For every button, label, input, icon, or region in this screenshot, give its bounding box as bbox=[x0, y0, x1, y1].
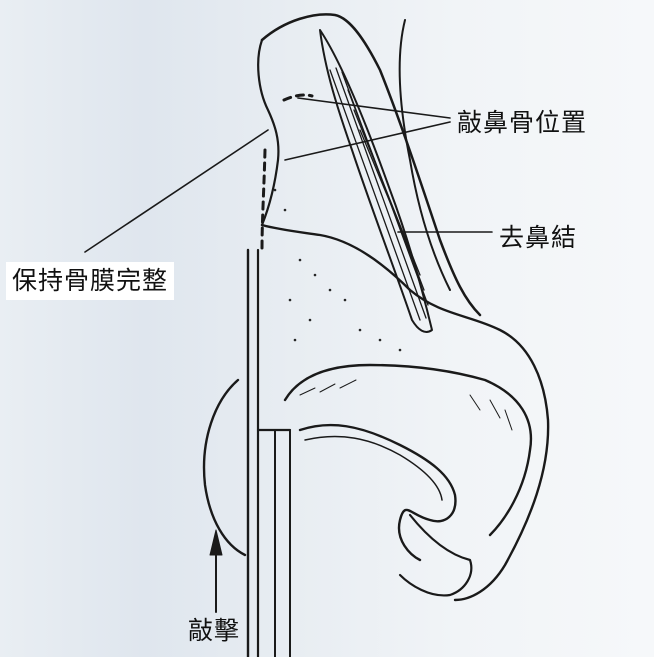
nasal-dorsum-outline bbox=[260, 13, 482, 317]
nose-lower-outline bbox=[260, 223, 550, 602]
leader-line-knock-position bbox=[297, 97, 451, 119]
ala-hatching bbox=[299, 379, 513, 431]
face-profile-line bbox=[398, 19, 451, 291]
nasal-hump bbox=[319, 29, 433, 333]
columella bbox=[398, 513, 473, 597]
osteotomy-dashed-line bbox=[282, 93, 314, 102]
label-knock-nasal-bone-position: 敲鼻骨位置 bbox=[457, 108, 588, 137]
label-remove-nasal-hump: 去鼻結 bbox=[499, 223, 578, 252]
leader-line-keep-periosteum bbox=[84, 129, 269, 253]
label-keep-periosteum-intact: 保持骨膜完整 bbox=[6, 262, 175, 300]
hump-hatching bbox=[329, 67, 429, 321]
nostril-inner bbox=[304, 435, 443, 501]
leader-line-knock-position bbox=[284, 121, 451, 161]
skin-stipple bbox=[273, 188, 402, 352]
nostril-outline bbox=[298, 423, 457, 562]
nasal-sidewall-outline bbox=[257, 38, 280, 227]
osteotomy-dashed-line bbox=[260, 148, 267, 252]
upper-lip-outline bbox=[202, 378, 247, 557]
strike-arrow-head bbox=[209, 529, 223, 556]
nasal-ala-outline bbox=[283, 363, 533, 537]
label-strike: 敲擊 bbox=[188, 616, 241, 645]
